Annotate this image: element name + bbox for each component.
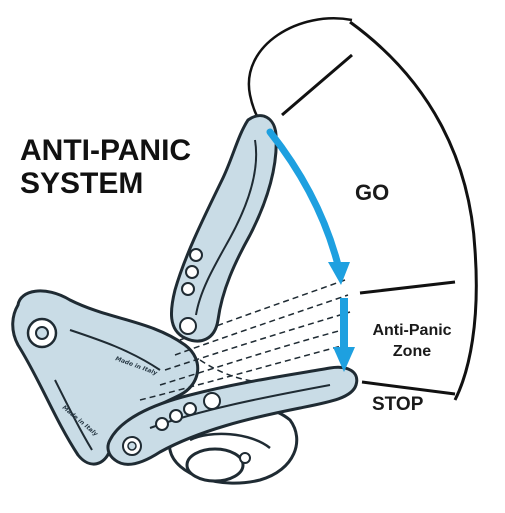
anti-panic-label-line-2: Zone (393, 343, 431, 360)
anti-panic-top-tick (359, 280, 456, 295)
title-line-1: ANTI-PANIC (20, 134, 191, 167)
motion-ghost-lines (139, 279, 351, 401)
go-label: GO (355, 180, 389, 205)
lower-handle (106, 365, 359, 466)
stop-tick (361, 380, 456, 396)
blue-downward-arrow-icon (266, 128, 355, 372)
anti-panic-label-line-1: Anti-Panic (372, 322, 451, 339)
upper-handle (169, 114, 278, 343)
go-tick (281, 53, 353, 117)
zone-dial-arc (349, 20, 478, 401)
title-line-2: SYSTEM (20, 167, 143, 200)
stop-label: STOP (372, 394, 424, 415)
curved-black-arrow-icon (247, 17, 353, 132)
